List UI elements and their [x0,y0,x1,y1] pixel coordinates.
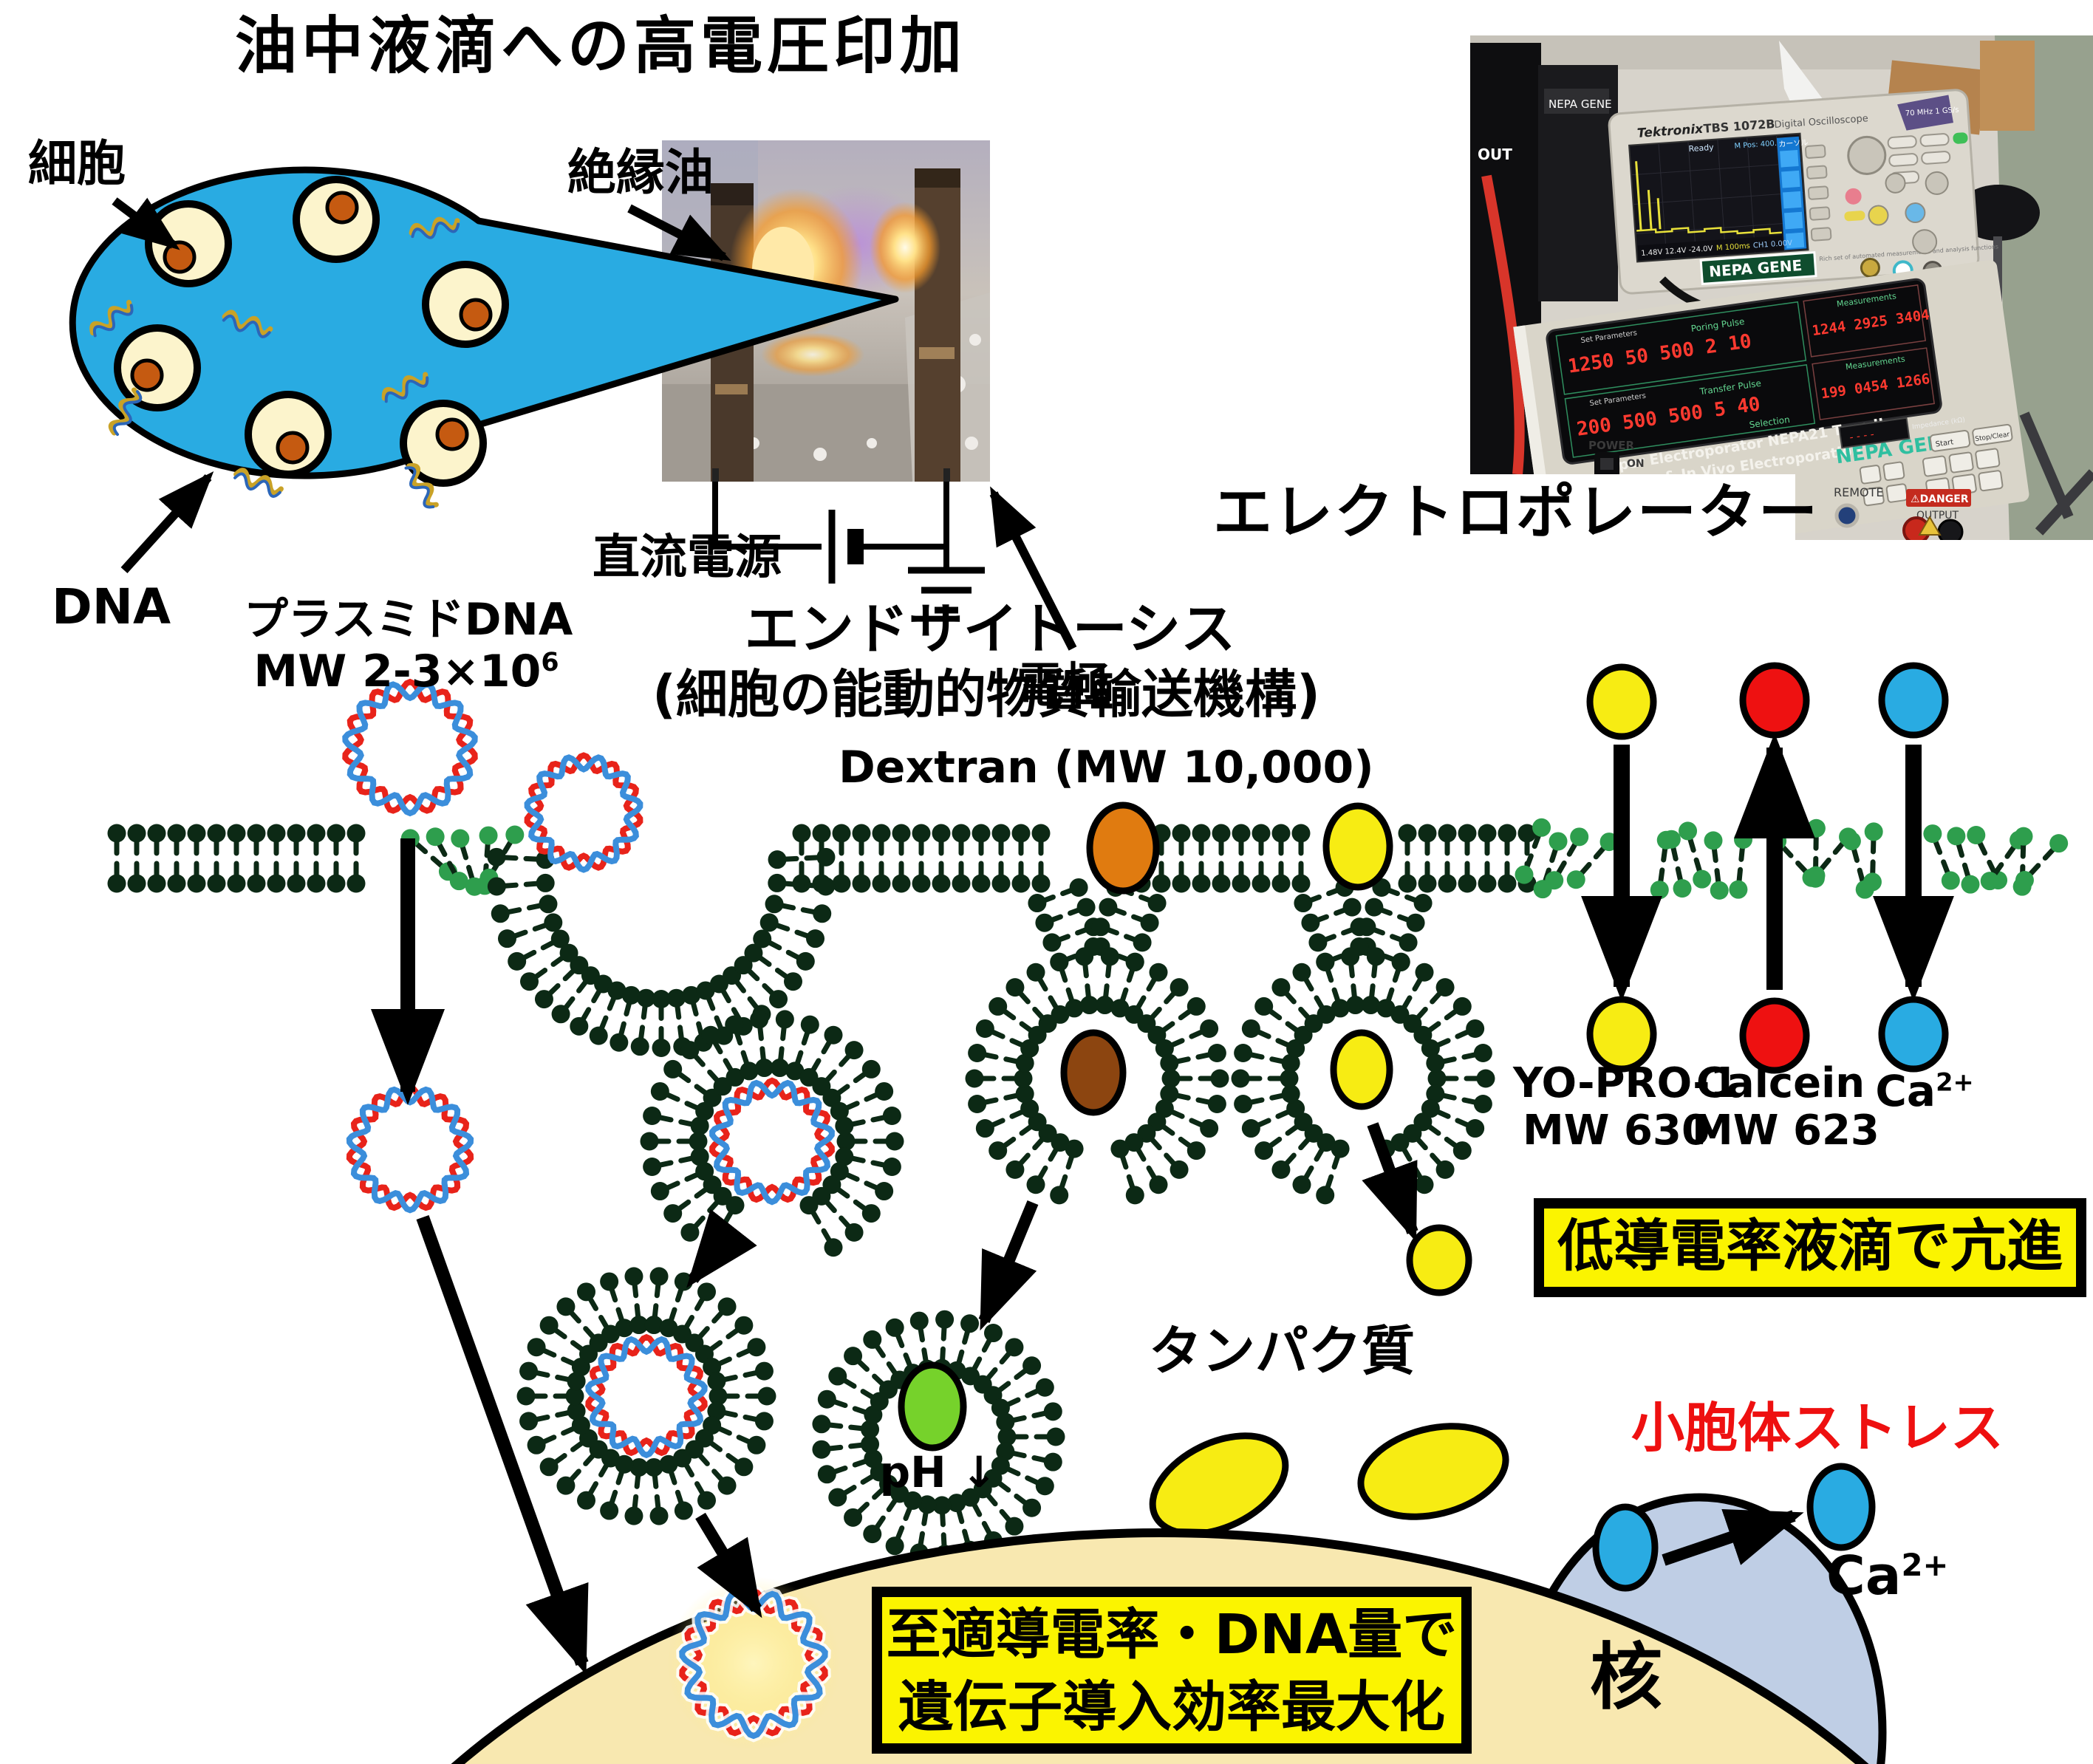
membrane-lipids [107,818,2069,1564]
plasmid-label: プラスミドDNA [244,594,573,646]
endocytosis-subtitle: (細胞の能動的物質輸送機構) [652,664,1320,725]
impedance-display: - - - - [1848,428,1874,444]
protein-label: タンパク質 [1148,1320,1415,1382]
dextran-in-vesicle [1060,1029,1127,1116]
plasmid-mw-label: MW 2-3×106 [244,647,569,696]
nucleus-plasmid [666,1576,841,1751]
vesicle3-arrow [1362,1122,1418,1242]
scope-badge: 70 MHz 1 GS/s [1905,106,1959,118]
power-on-label: ON [1627,458,1645,470]
stool [1957,185,2040,241]
yopro-mw-label: MW 630 [1523,1107,1710,1155]
ca-base: Ca [1875,1066,1936,1116]
calcein-name-label: Calcein [1696,1059,1865,1107]
calcein-above [1739,662,1810,739]
er-ca-sup: 2+ [1901,1547,1949,1583]
endosome-to-nucleus-arrow [695,1512,762,1618]
er-stress-label: 小胞体ストレス [1631,1397,2004,1459]
enhance-box: 低導電率液滴で亢進 [1534,1198,2086,1297]
er-ca-base: Ca [1826,1545,1902,1607]
yopro-name-label: YO-PRO-1 [1513,1059,1739,1107]
dc-circuit [712,482,985,614]
maximize-box-line2: 遺伝子導入効率最大化 [898,1675,1445,1739]
calcein-mw-label: MW 623 [1692,1107,1879,1155]
maximize-box-line1: 至適導電率・DNA量で [886,1603,1458,1666]
ph-probe [898,1361,967,1452]
calcein-below [1739,997,1810,1074]
remote-label: REMOTE [1834,485,1884,499]
scope-ch: CH1 0.00V [1753,239,1793,250]
dextran-molecule [1086,801,1160,895]
page-title: 油中液滴への高電圧印加 [235,10,967,82]
nucleus-label: 核 [1590,1635,1663,1720]
oil-arrow [627,204,731,261]
dc-power-label: 直流電源 [593,530,782,585]
start-key-label: Start [1935,438,1954,448]
output-label: OUTPUT [1916,510,1959,522]
cargo-ovals [898,662,1949,1537]
dextran-label: Dextran (MW 10,000) [839,742,1374,793]
ca-in-er [1592,1503,1659,1592]
ca-sup: 2+ [1936,1067,1974,1097]
yopro-on-membrane [1322,802,1393,891]
oscilloscope: Tektronix TBS 1072B Digital Oscilloscope… [1608,89,1998,295]
electroporator-caption: エレクトロポレーター [1213,478,1819,547]
protein-oval-1 [1149,1432,1289,1537]
scope-menu-label: カーソル [1778,138,1809,149]
arrows [112,197,1954,1675]
scope-status: Ready [1688,143,1714,154]
danger-label: ⚠DANGER [1911,493,1969,505]
yopro-escaped [1406,1224,1472,1296]
cells [114,176,509,487]
protein-oval-2 [1357,1423,1509,1520]
dna-squiggles [89,216,460,509]
ca-below [1878,996,1949,1073]
ph-label: pH ↓ [879,1447,997,1497]
er-ca-label: Ca2+ [1826,1545,1949,1607]
cell-label: 細胞 [28,135,126,192]
oil-label: 絶縁油 [567,144,714,201]
yopro-below [1586,996,1657,1073]
ca-released [1806,1463,1876,1551]
scope-time: M 100ms [1716,242,1751,253]
er-ca-arrow [1662,1509,1804,1566]
plasmid-rings [342,678,835,1459]
ca-label: Ca2+ [1858,1066,1991,1116]
vesicle2-arrow [978,1200,1039,1331]
electrode-label: 電極 [1017,659,1111,714]
maximize-box: 至適導電率・DNA量で 遺伝子導入効率最大化 [872,1587,1472,1754]
electroporator-photo: NEPA GENE OUT Tektronix TBS 1072B Digita… [1470,35,2093,540]
plasmid-mw-base: MW 2-3×10 [253,646,542,697]
dna-label: DNA [52,578,171,635]
vesicle1-arrow [686,1209,757,1288]
power-label: POWER [1588,439,1635,452]
cell-arrow [112,197,180,250]
left-box-label: NEPA GENE [1549,98,1612,111]
left-box-out-label: OUT [1478,146,1512,163]
plasmid-mw-sup: 6 [541,648,559,677]
endocytosis-title: エンドサイトーシス [744,598,1236,661]
electrode-arrow [989,486,1077,651]
oil-droplet [69,166,899,509]
yopro-in-vesicle [1330,1029,1393,1110]
dna-arrow [120,471,214,574]
ca-above [1878,662,1949,739]
yopro-above [1586,663,1657,740]
plasmid-to-nucleus-arrow [416,1214,589,1675]
